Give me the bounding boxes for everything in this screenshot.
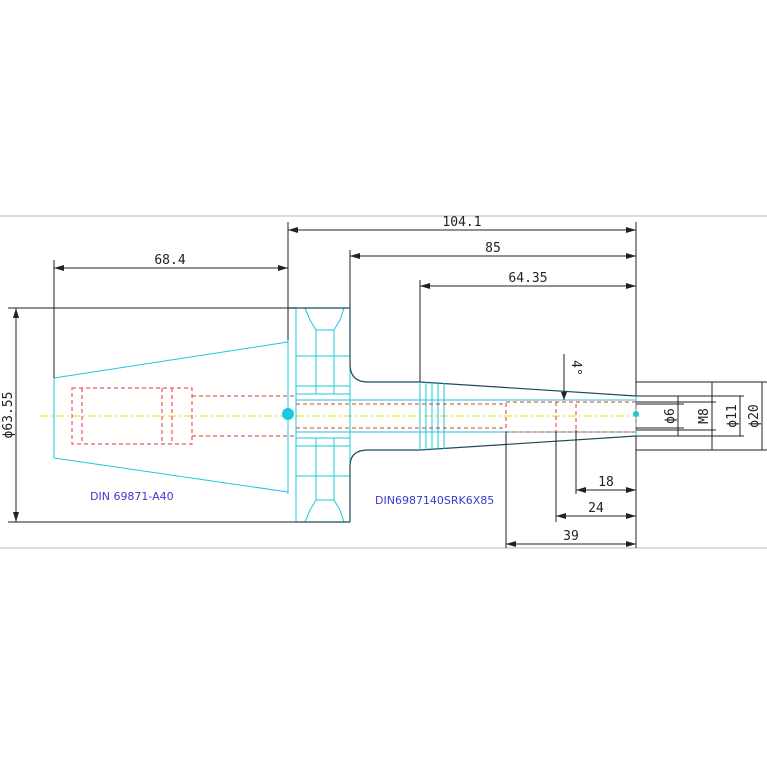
flange-outline xyxy=(296,307,351,523)
dimension-overall-length xyxy=(287,222,637,396)
dim-63-label: ϕ63.55 xyxy=(1,392,16,439)
tip-point-marker xyxy=(633,411,639,417)
shank-clamp-lines xyxy=(296,382,637,450)
dimension-holder-length xyxy=(53,260,288,378)
dim-39-label: 39 xyxy=(563,529,579,544)
reference-point-marker xyxy=(282,408,294,420)
dimension-right-diameters xyxy=(636,381,767,451)
dim-18-label: 18 xyxy=(598,475,614,490)
dim-68-label: 68.4 xyxy=(154,253,185,268)
shank-outline xyxy=(288,307,637,523)
tool-code-label: DIN6987140SRK6X85 xyxy=(375,494,494,507)
holder-standard-label: DIN 69871-A40 xyxy=(90,490,174,503)
dim-phi11-label: ϕ11 xyxy=(725,404,740,427)
dim-104-label: 104.1 xyxy=(442,215,481,230)
dim-phi6-label: ϕ6 xyxy=(663,408,678,424)
dim-phi20-label: ϕ20 xyxy=(747,404,762,427)
dimension-taper-length xyxy=(419,280,636,382)
dim-m8-label: M8 xyxy=(697,408,712,424)
dim-64-label: 64.35 xyxy=(508,271,547,286)
dimension-shank-length xyxy=(349,250,636,308)
dim-angle-label: 4° xyxy=(568,360,583,376)
dimension-flange-diameter xyxy=(8,307,296,523)
dimension-depths xyxy=(505,430,637,548)
dim-24-label: 24 xyxy=(588,501,604,516)
dim-85-label: 85 xyxy=(485,241,501,256)
hidden-bore-lines xyxy=(71,387,637,445)
dimension-angle xyxy=(561,354,567,400)
